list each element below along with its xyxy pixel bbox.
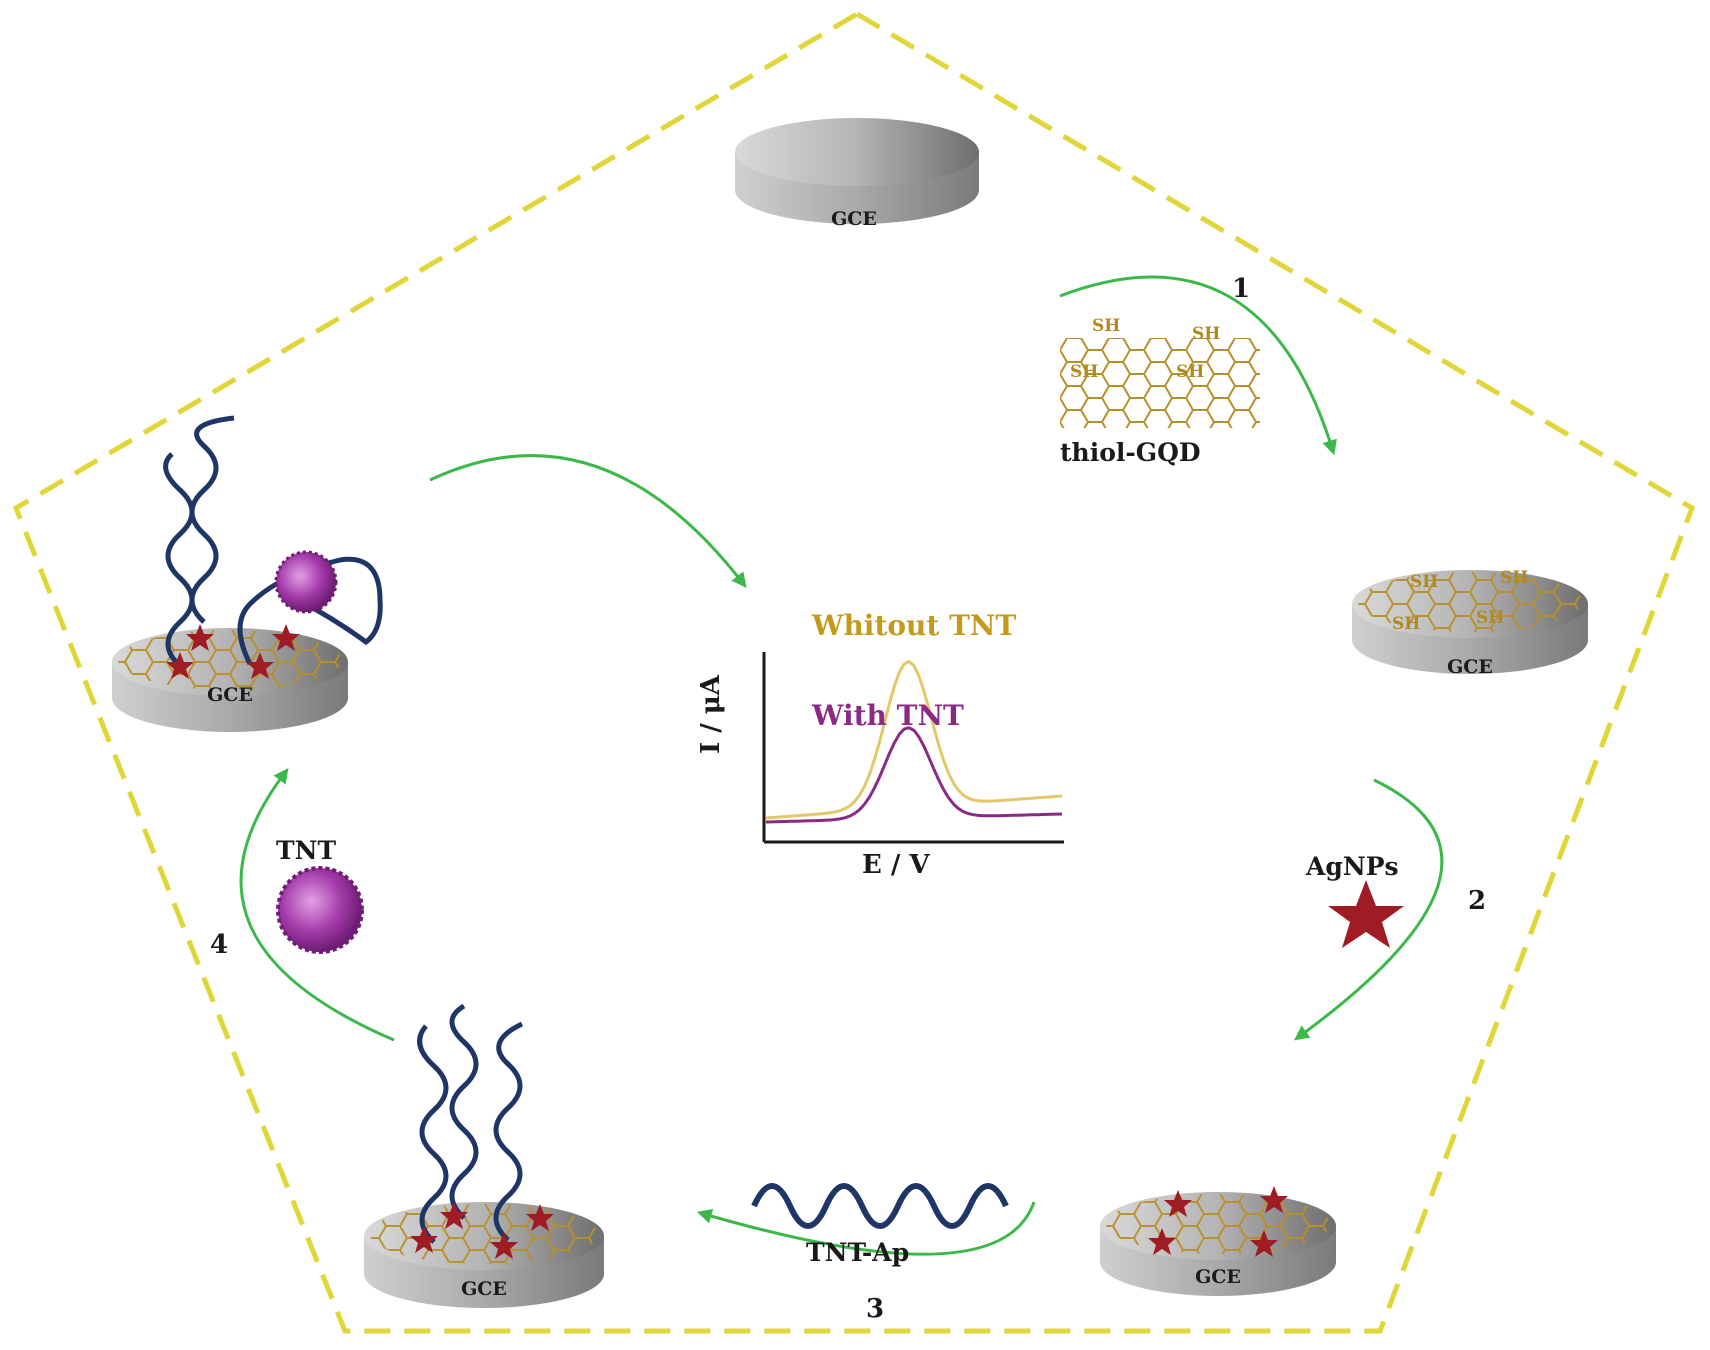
aptamer-strand xyxy=(189,415,235,624)
aptamer-strand xyxy=(449,1003,479,1220)
gce-label-bottom-right: GCE xyxy=(1195,1266,1241,1288)
y-axis-label: I / μA xyxy=(696,675,726,754)
pentagon-frame xyxy=(12,11,1696,1334)
step-2-number: 2 xyxy=(1468,886,1487,916)
sh-surface-label: SH xyxy=(1392,614,1421,634)
agnp-reagent-star-icon xyxy=(1328,880,1404,948)
arrow-step-4 xyxy=(239,767,395,1042)
voltammogram-chart xyxy=(762,652,1064,844)
legend-without-tnt: Whitout TNT xyxy=(812,609,1017,642)
electrode-right xyxy=(1352,570,1588,674)
agnp-star xyxy=(1148,1228,1176,1255)
series-line-with-tnt xyxy=(765,726,1063,824)
electrode-left xyxy=(112,415,383,732)
step-3-number: 3 xyxy=(866,1294,885,1324)
agnp-star xyxy=(186,624,214,651)
reagent-label-tnt-ap: TNT-Ap xyxy=(806,1238,910,1267)
electrode-top xyxy=(735,118,979,224)
series-line-without-tnt xyxy=(765,659,1063,820)
electrode-bottom-right xyxy=(1100,1186,1336,1296)
sh-surface-label: SH xyxy=(1476,608,1505,628)
sh-label: SH xyxy=(1092,316,1121,336)
arrow-step-3 xyxy=(696,1201,1036,1256)
reagent-label-tnt: TNT xyxy=(276,836,337,865)
arrow-to-measurement xyxy=(429,454,747,588)
thiol-gqd-icon xyxy=(1060,338,1260,428)
sh-surface-label: SH xyxy=(1410,572,1439,592)
legend-with-tnt: With TNT xyxy=(812,699,964,732)
gce-label-left: GCE xyxy=(207,684,253,706)
aptamer-strand xyxy=(417,1024,449,1244)
tnt-bound-icon xyxy=(274,550,338,614)
agnp-star xyxy=(246,652,274,679)
sh-label: SH xyxy=(1070,362,1099,382)
agnp-star xyxy=(440,1202,468,1229)
step-1-number: 1 xyxy=(1232,274,1251,304)
x-axis-label: E / V xyxy=(862,850,930,880)
agnp-star xyxy=(1250,1230,1278,1257)
sh-surface-label: SH xyxy=(1500,568,1529,588)
aptamer-strand xyxy=(493,1021,524,1242)
tnt-molecule-icon xyxy=(276,866,364,954)
agnp-star xyxy=(1260,1186,1288,1213)
sh-label: SH xyxy=(1192,324,1221,344)
step-4-number: 4 xyxy=(210,930,229,960)
gce-label-right: GCE xyxy=(1447,656,1493,678)
gce-label-bottom-left: GCE xyxy=(461,1278,507,1300)
reagent-label-agnps: AgNPs xyxy=(1306,852,1399,881)
aptamer-wave-icon xyxy=(751,1183,1009,1229)
arrow-step-1 xyxy=(1059,275,1337,456)
aptamer-strand xyxy=(163,452,195,668)
reagent-label-thiol-gqd: thiol-GQD xyxy=(1060,438,1201,467)
agnp-star xyxy=(166,652,194,679)
sh-label: SH xyxy=(1176,362,1205,382)
agnp-star xyxy=(1164,1190,1192,1217)
aptamer-folded xyxy=(237,556,383,666)
agnp-star xyxy=(490,1232,518,1259)
gce-label-top: GCE xyxy=(831,208,877,230)
agnp-star xyxy=(526,1204,554,1231)
agnp-star xyxy=(272,624,300,651)
arrow-step-2 xyxy=(1293,778,1444,1041)
agnp-star xyxy=(410,1226,438,1253)
electrode-bottom-left xyxy=(364,1003,604,1308)
